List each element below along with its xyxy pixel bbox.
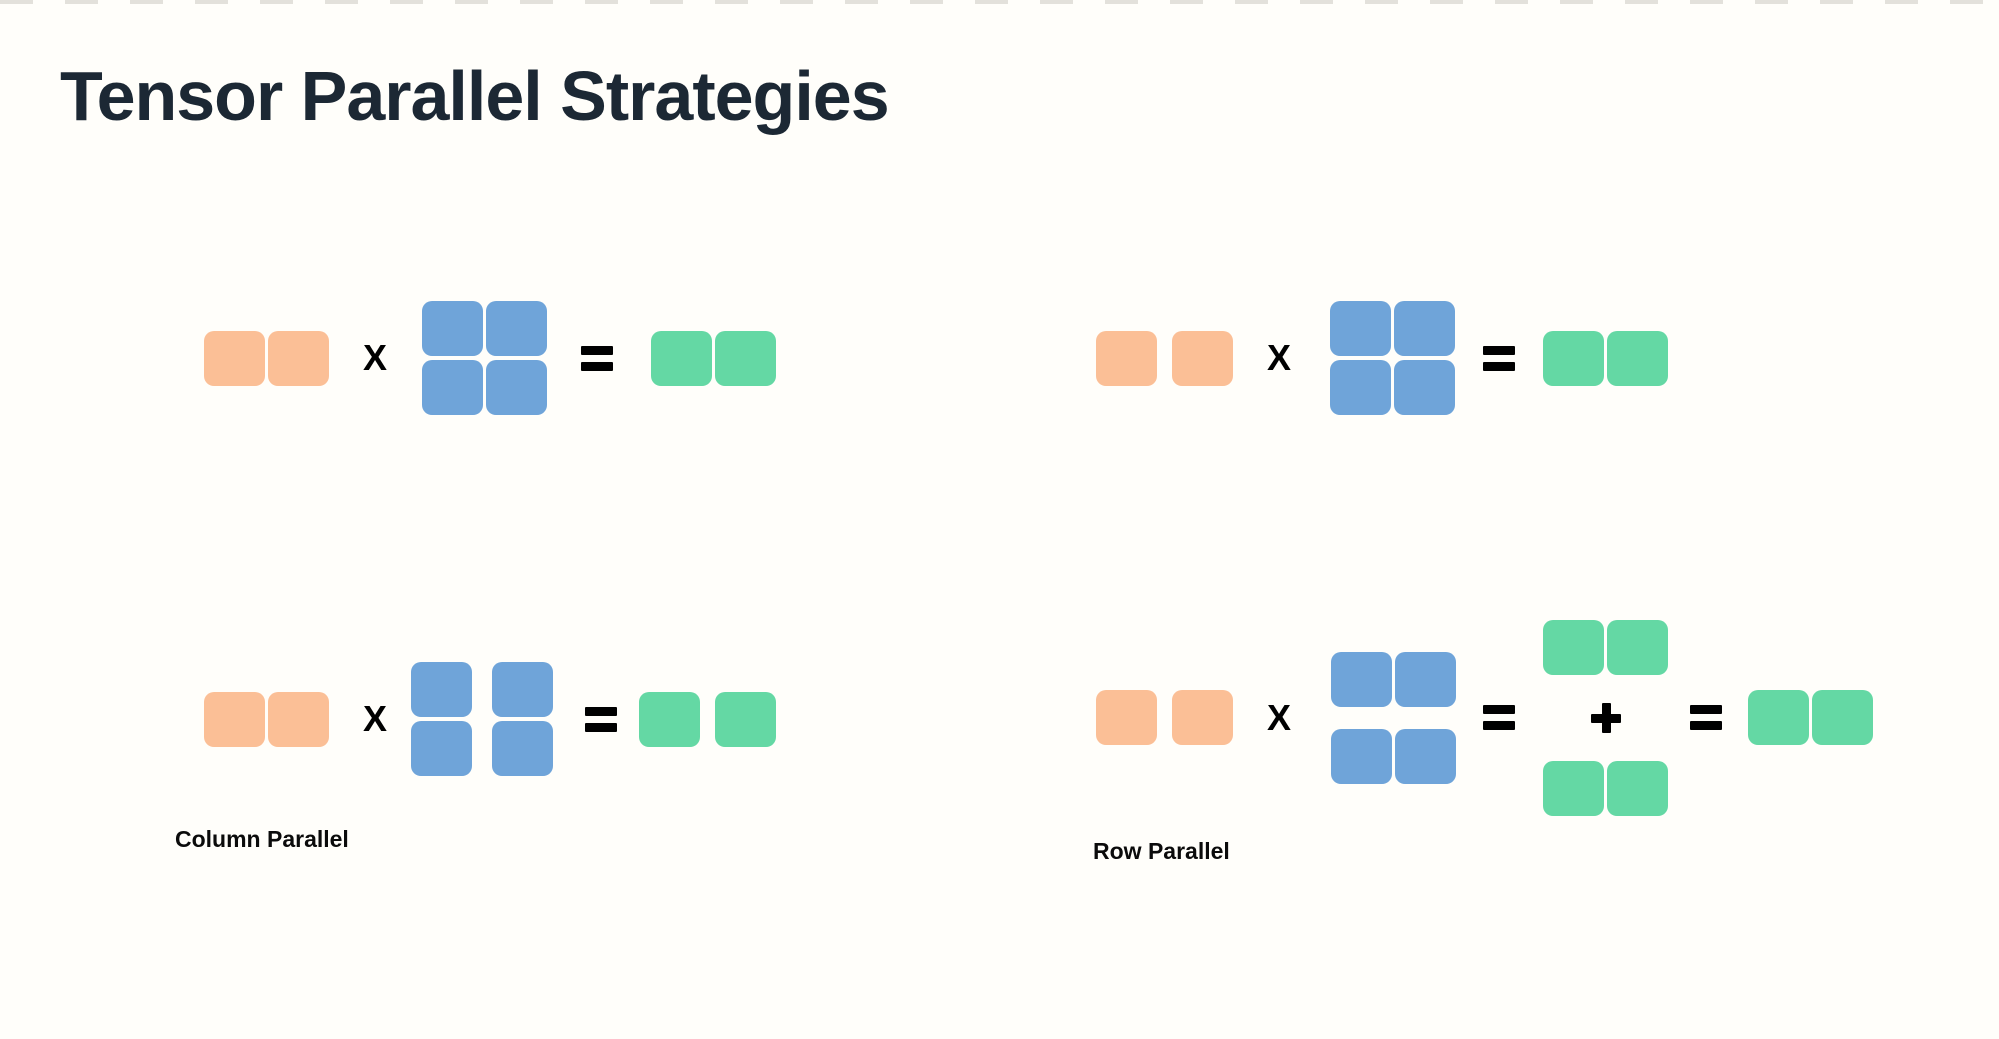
weight-block (1330, 301, 1391, 356)
output-block (1607, 619, 1668, 675)
equals-icon (581, 345, 613, 371)
activation-block (204, 691, 265, 747)
weight-matrix-row-split (1331, 651, 1456, 784)
activation-block (268, 330, 329, 386)
multiply-symbol: X (362, 337, 387, 378)
diagram-baseline-right: X (1096, 301, 1668, 415)
output-block (1543, 330, 1604, 386)
equals-icon (1483, 345, 1515, 371)
weight-block (411, 662, 472, 717)
diagram-row-parallel: X (1096, 619, 1873, 816)
activation-block (1172, 690, 1233, 745)
diagram-baseline-left: X (204, 301, 776, 415)
top-edge-dashes (0, 0, 1999, 4)
equals-icon (1690, 705, 1722, 730)
output-block (1607, 330, 1668, 386)
row-parallel-label: Row Parallel (1093, 838, 1230, 864)
output-block (1748, 690, 1809, 745)
output-block (639, 691, 700, 747)
weight-block (1331, 651, 1392, 707)
output-block (1812, 690, 1873, 745)
equals-icon (1483, 705, 1515, 730)
activation-block (1096, 690, 1157, 745)
activation-block (1172, 330, 1233, 386)
multiply-symbol: X (1266, 337, 1291, 378)
plus-icon (1589, 701, 1623, 735)
weight-block (422, 360, 483, 415)
activation-blocks (204, 330, 329, 386)
output-blocks (651, 330, 776, 386)
activation-block (1096, 330, 1157, 386)
activation-blocks (204, 691, 329, 747)
equals-icon (585, 706, 617, 732)
weight-block (1394, 360, 1455, 415)
diagram-column-parallel: X (204, 662, 776, 776)
output-block (1543, 619, 1604, 675)
weight-block (411, 721, 472, 776)
weight-block (1395, 651, 1456, 707)
weight-matrix (422, 301, 547, 415)
column-parallel-label: Column Parallel (175, 826, 349, 852)
weight-block (492, 662, 553, 717)
weight-block (486, 301, 547, 356)
activation-blocks-split (1096, 690, 1233, 745)
weight-block (492, 721, 553, 776)
page-title: Tensor Parallel Strategies (60, 57, 890, 135)
activation-block (268, 691, 329, 747)
output-block (651, 330, 712, 386)
partial-outputs-stack (1543, 619, 1668, 816)
activation-blocks-split (1096, 330, 1233, 386)
multiply-symbol: X (362, 698, 387, 739)
output-block (1543, 760, 1604, 816)
weight-block (422, 301, 483, 356)
output-blocks-split (639, 691, 776, 747)
weight-block (486, 360, 547, 415)
weight-block (1395, 728, 1456, 784)
weight-matrix (1330, 301, 1455, 415)
partial-output-blocks (1543, 760, 1668, 816)
multiply-symbol: X (1266, 696, 1291, 738)
output-block (715, 330, 776, 386)
output-blocks (1543, 330, 1668, 386)
weight-block (1330, 360, 1391, 415)
weight-matrix-column-split (411, 662, 553, 776)
output-block (1607, 760, 1668, 816)
weight-block (1331, 728, 1392, 784)
output-blocks (1748, 690, 1873, 745)
partial-output-blocks (1543, 619, 1668, 675)
output-block (715, 691, 776, 747)
activation-block (204, 330, 265, 386)
weight-block (1394, 301, 1455, 356)
